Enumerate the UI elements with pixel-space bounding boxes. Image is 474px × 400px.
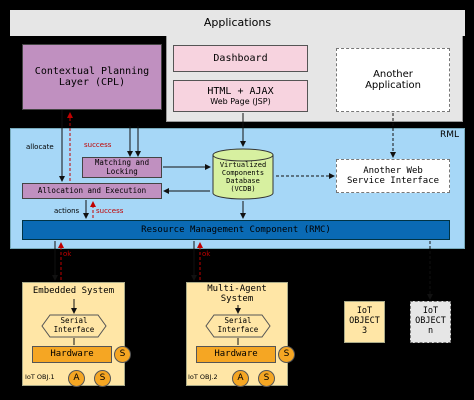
embedded-actuator: A — [68, 370, 85, 387]
ok-right-label: ok — [202, 250, 211, 258]
success-bottom-label: success — [96, 207, 124, 215]
another-application-box: Another Application — [336, 48, 450, 112]
allocation-execution-box: Allocation and Execution — [22, 183, 162, 199]
applications-title: Applications — [10, 10, 465, 36]
embedded-system-title: Embedded System — [32, 285, 115, 296]
another-web-service-box: Another Web Service Interface — [336, 159, 450, 193]
iot-object-3: IoT OBJECT 3 — [344, 301, 385, 343]
embedded-sensor-right: S — [114, 346, 131, 363]
rml-title: RML — [440, 130, 460, 140]
embedded-serial-label-top: Serial Interface — [53, 316, 95, 334]
multi-agent-actuator: A — [232, 370, 249, 387]
dashboard-box: Dashboard — [173, 45, 308, 72]
multi-agent-title: Multi-Agent System — [207, 283, 267, 304]
multi-agent-sensor-bottom: S — [258, 370, 275, 387]
multi-agent-sensor-right: S — [278, 346, 295, 363]
html-ajax-subtitle: Web Page (JSP) — [210, 97, 271, 107]
iot-object-n: IoT OBJECT n — [410, 301, 451, 343]
embedded-hardware: Hardware — [32, 346, 112, 363]
embedded-serial-hexagon — [41, 314, 107, 338]
success-top-label: success — [84, 141, 112, 149]
ok-left-label: ok — [63, 250, 72, 258]
multi-agent-serial-hexagon — [205, 314, 271, 338]
matching-locking-box: Matching and Locking — [82, 157, 162, 178]
actions-label: actions — [54, 207, 80, 215]
allocate-label: allocate — [26, 143, 54, 151]
rmc-bar: Resource Management Component (RMC) — [22, 220, 450, 240]
embedded-footer: IoT OBJ.1 — [25, 373, 55, 381]
html-ajax-box: HTML + AJAX Web Page (JSP) — [173, 80, 308, 112]
vcdb-cylinder — [212, 148, 274, 200]
cpl-box: Contextual Planning Layer (CPL) — [22, 44, 162, 110]
vcdb-cylinder-shape — [212, 148, 274, 200]
embedded-sensor-bottom: S — [94, 370, 111, 387]
vcdb-label: Virtualized Components Database (VCDB) — [219, 160, 267, 194]
html-ajax-title: HTML + AJAX — [207, 85, 274, 97]
multi-agent-footer: IoT OBJ.2 — [188, 373, 218, 381]
multi-agent-serial-label-top: Serial Interface — [217, 316, 259, 334]
multi-agent-hardware: Hardware — [196, 346, 276, 363]
